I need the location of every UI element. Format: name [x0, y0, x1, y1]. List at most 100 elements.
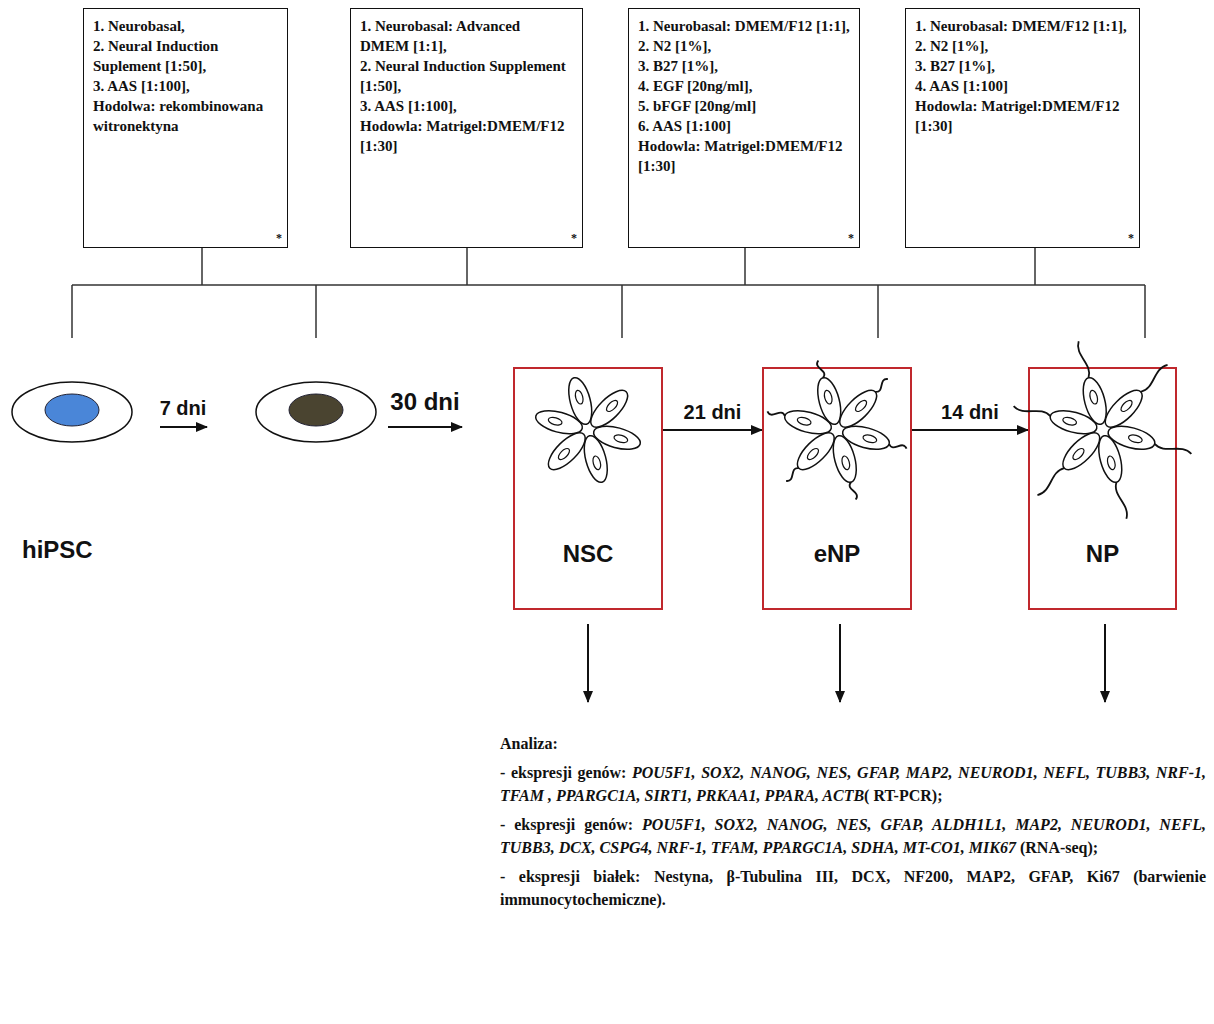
stage-box: NSC	[513, 367, 663, 610]
cell-rosette	[1028, 367, 1177, 610]
neurite	[767, 411, 784, 416]
neurite	[1116, 482, 1127, 519]
cell-nucleus	[1128, 434, 1143, 444]
cell-nucleus	[1089, 389, 1099, 404]
cell-nucleus	[1062, 416, 1077, 426]
neurite	[1078, 341, 1089, 378]
analysis-arrow	[587, 624, 589, 702]
analysis-text: - ekspresji genów:	[500, 764, 626, 781]
protocol-line: 4. EGF [20ng/ml],	[638, 76, 850, 96]
induced-cell	[256, 382, 376, 442]
analysis-arrow	[1104, 624, 1106, 702]
cell-nucleus	[862, 434, 877, 444]
neurite	[875, 379, 888, 392]
neurite	[850, 482, 857, 499]
protocol-line: Hodowla: Matrigel:DMEM/F12 [1:30]	[638, 136, 850, 176]
analysis-text: - ekspresji białek: Nestyna, β-Tubulina …	[500, 868, 1206, 908]
stage-label: eNP	[764, 539, 910, 569]
analysis-block: Analiza: - ekspresji genów: POU5F1, SOX2,…	[500, 732, 1206, 917]
footnote-mark: *	[848, 232, 854, 244]
neurite	[1155, 444, 1192, 454]
protocol-line: 1. Neurobasal: Advanced DMEM [1:1],	[360, 16, 573, 56]
analysis-text: - ekspresji genów:	[500, 816, 633, 833]
text-wrap: 1. Neurobasal,2. Neural Induction Suplem…	[93, 16, 278, 136]
cell-nucleus	[1119, 399, 1134, 414]
footnote-mark: *	[1128, 232, 1134, 244]
analysis-heading-text: Analiza:	[500, 735, 558, 752]
duration-label: 30 dni	[390, 388, 459, 416]
protocol-box: 1. Neurobasal: DMEM/F12 [1:1],2. N2 [1%]…	[628, 8, 860, 248]
protocol-line: Hodolwa: rekombinowana witronektyna	[93, 96, 278, 136]
protocol-line: 1. Neurobasal: DMEM/F12 [1:1],	[638, 16, 850, 36]
cell-nucleus	[1106, 455, 1116, 470]
analysis-item: - ekspresji białek: Nestyna, β-Tubulina …	[500, 865, 1206, 911]
neurite	[1141, 365, 1168, 392]
cell-nucleus	[806, 447, 821, 462]
protocol-box: 1. Neurobasal: Advanced DMEM [1:1],2. Ne…	[350, 8, 583, 248]
protocol-line: 3. B27 [1%],	[638, 56, 850, 76]
text-wrap: 1. Neurobasal: DMEM/F12 [1:1],2. N2 [1%]…	[638, 16, 850, 176]
analysis-heading: Analiza:	[500, 732, 1206, 755]
protocol-line: 1. Neurobasal: DMEM/F12 [1:1],	[915, 16, 1130, 36]
analysis-text: (RNA-seq);	[1020, 839, 1098, 856]
cell-nucleus	[854, 399, 869, 414]
protocol-line: 3. B27 [1%],	[915, 56, 1130, 76]
cell-rosette	[513, 367, 663, 610]
step-connector	[663, 429, 762, 431]
cell-nucleus	[547, 416, 562, 426]
text-wrap: 1. Neurobasal: DMEM/F12 [1:1],2. N2 [1%]…	[915, 16, 1130, 136]
cell-body	[585, 385, 633, 433]
cell-rosette	[762, 367, 912, 610]
protocol-line: Hodowla: Matrigel:DMEM/F12 [1:30]	[360, 116, 573, 156]
analysis-text: ( RT-PCR);	[864, 787, 942, 804]
protocol-line: 4. AAS [1:100]	[915, 76, 1130, 96]
text-wrap: 1. Neurobasal: Advanced DMEM [1:1],2. Ne…	[360, 16, 573, 156]
duration-label: 14 dni	[941, 400, 999, 424]
protocol-line: 6. AAS [1:100]	[638, 116, 850, 136]
protocol-line: Hodowla: Matrigel:DMEM/F12 [1:30]	[915, 96, 1130, 136]
step-arrow	[388, 426, 462, 428]
cell-nucleus	[796, 416, 811, 426]
protocol-line: 2. N2 [1%],	[638, 36, 850, 56]
hipsc-cell	[12, 382, 132, 442]
footnote-mark: *	[571, 232, 577, 244]
stage-label: hiPSC	[22, 536, 93, 564]
cell-nucleus	[823, 389, 833, 404]
protocol-line: 5. bFGF [20ng/ml]	[638, 96, 850, 116]
stage-label: NP	[1030, 539, 1175, 569]
cell-body	[834, 385, 882, 433]
step-arrow	[160, 426, 207, 428]
analysis-item: - ekspresji genów: POU5F1, SOX2, NANOG, …	[500, 761, 1206, 807]
cell-nucleus	[1071, 447, 1086, 462]
duration-label: 7 dni	[160, 396, 207, 420]
analysis-arrow	[839, 624, 841, 702]
protocol-line: 2. Neural Induction Supplement [1:50],	[360, 56, 573, 96]
protocol-bracket	[72, 248, 1145, 338]
cell-nucleus	[557, 447, 572, 462]
stage-label: NSC	[515, 539, 661, 569]
protocol-line: 3. AAS [1:100],	[360, 96, 573, 116]
neurite	[889, 444, 906, 449]
cell-body	[1100, 385, 1148, 433]
protocol-box: 1. Neurobasal,2. Neural Induction Suplem…	[83, 8, 288, 248]
cell-nucleus	[574, 389, 584, 404]
cell-nucleus	[605, 399, 620, 414]
step-connector	[912, 429, 1028, 431]
protocol-line: 1. Neurobasal,	[93, 16, 278, 36]
stage-box: eNP	[762, 367, 912, 610]
analysis-item: - ekspresji genów: POU5F1, SOX2, NANOG, …	[500, 813, 1206, 859]
duration-label: 21 dni	[684, 400, 742, 424]
cell-nucleus	[841, 455, 851, 470]
protocol-box: 1. Neurobasal: DMEM/F12 [1:1],2. N2 [1%]…	[905, 8, 1140, 248]
cell-nucleus	[592, 455, 602, 470]
footnote-mark: *	[276, 232, 282, 244]
neurite	[1037, 468, 1064, 495]
neurite	[1014, 406, 1051, 416]
protocol-line: 2. N2 [1%],	[915, 36, 1130, 56]
neurite	[817, 360, 824, 377]
stage-box: NP	[1028, 367, 1177, 610]
neurite	[786, 468, 799, 481]
protocol-line: 2. Neural Induction Suplement [1:50],	[93, 36, 278, 76]
protocol-line: 3. AAS [1:100],	[93, 76, 278, 96]
